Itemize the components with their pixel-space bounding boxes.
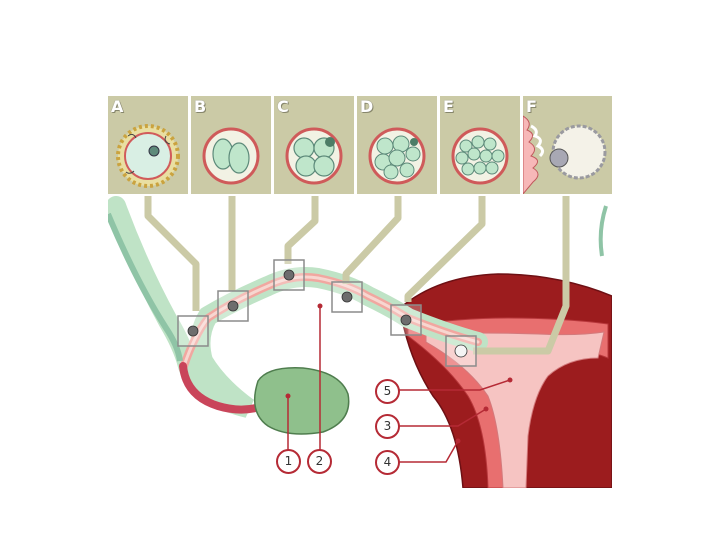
anatomy-drawing bbox=[108, 196, 612, 488]
embryo-development-diagram: A B C D bbox=[108, 96, 612, 488]
stage-letter: A bbox=[111, 97, 124, 116]
callout-2-fallopian-tube: 2 bbox=[307, 449, 332, 474]
stage-marker-cells bbox=[187, 269, 468, 358]
callout-3-endometrium: 3 bbox=[375, 414, 400, 439]
stage-panel-e: E bbox=[440, 96, 520, 194]
ligament-band bbox=[108, 212, 183, 362]
two-cell-embryo-icon bbox=[202, 127, 260, 185]
eight-cell-embryo-icon bbox=[368, 127, 426, 185]
stage-panel-b: B bbox=[191, 96, 271, 194]
leader-dots bbox=[285, 303, 513, 444]
stage-panel-c: C bbox=[274, 96, 354, 194]
stage-panel-f: F bbox=[523, 96, 612, 194]
callout-4-myometrium: 4 bbox=[375, 450, 400, 475]
callout-5-uterine-cavity: 5 bbox=[375, 379, 400, 404]
stage-letter: C bbox=[277, 97, 289, 116]
morula-icon bbox=[451, 127, 509, 185]
blastocyst-implantation-icon bbox=[523, 115, 607, 194]
uterine-cavity bbox=[425, 331, 605, 488]
leader-lines bbox=[287, 306, 511, 463]
stage-letter: B bbox=[194, 97, 207, 116]
connector-rails bbox=[144, 196, 570, 355]
stage-letter: E bbox=[443, 97, 454, 116]
right-ligament bbox=[598, 205, 608, 257]
ovary bbox=[253, 367, 350, 435]
stage-letter: F bbox=[526, 97, 537, 116]
fertilized-egg-icon bbox=[116, 124, 180, 188]
stage-panel-a: A bbox=[108, 96, 188, 194]
stage-panel-d: D bbox=[357, 96, 437, 194]
callout-1-ovary: 1 bbox=[276, 449, 301, 474]
stage-letter: D bbox=[360, 97, 374, 116]
tube-lower-curve bbox=[179, 362, 260, 414]
four-cell-embryo-icon bbox=[285, 127, 343, 185]
